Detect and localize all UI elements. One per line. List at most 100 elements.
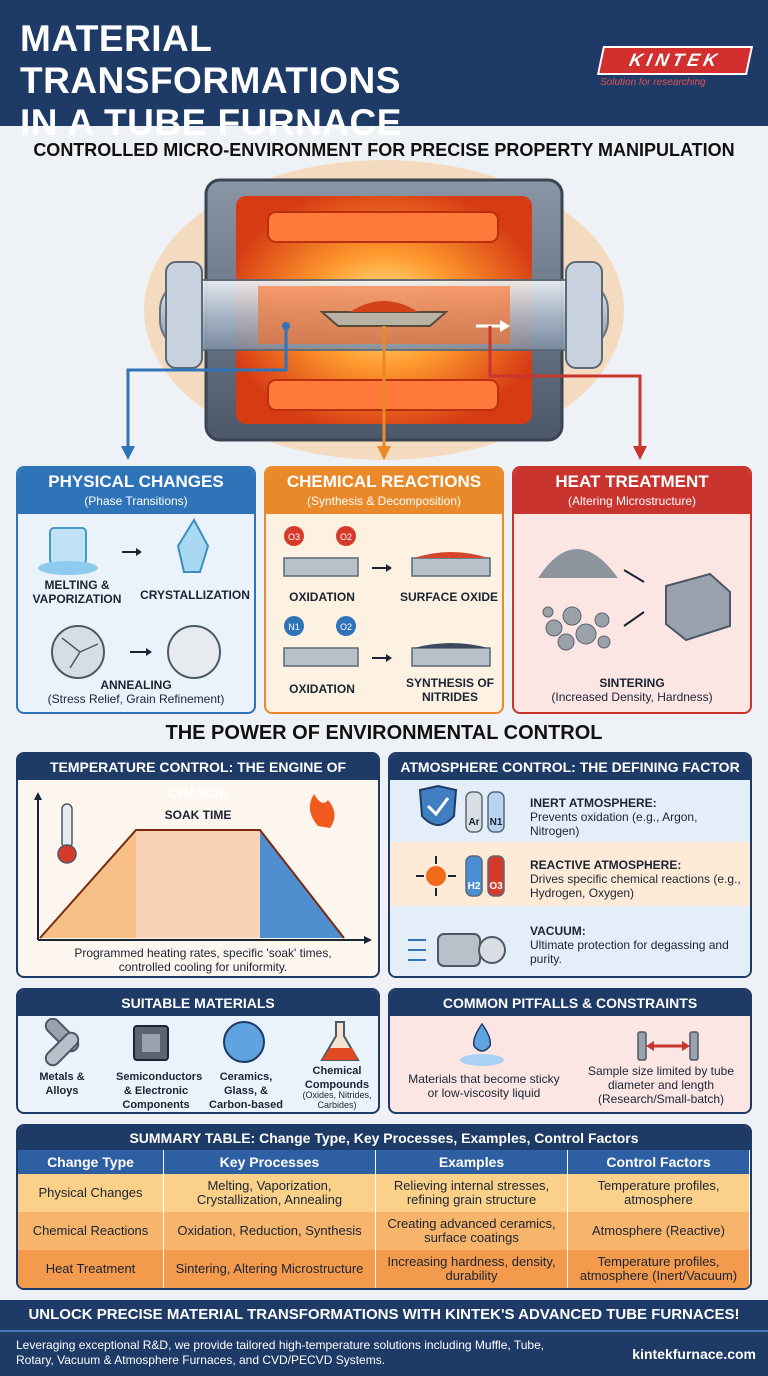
- heating-elements-top: [267, 211, 499, 243]
- powder-pile-icon: [538, 549, 618, 578]
- label-annealing-note: (Stress Relief, Grain Refinement): [47, 692, 225, 706]
- label-o2b: O2: [339, 622, 352, 632]
- nitride-layer-icon: [414, 643, 488, 648]
- arrow-icon-5: [623, 569, 645, 583]
- label-n1: N1: [288, 622, 300, 632]
- pitfalls-icons: [460, 1022, 699, 1066]
- check-icon: [426, 797, 450, 817]
- heat-illustrations: [538, 549, 731, 651]
- table-cell: Physical Changes: [18, 1174, 164, 1212]
- table-header-change-type: Change Type: [18, 1150, 164, 1174]
- temperature-caption: Programmed heating rates, specific 'soak…: [74, 946, 332, 974]
- arrow-icon-6: [623, 611, 645, 627]
- title-line-2: IN A TUBE FURNACE: [20, 102, 402, 143]
- liquid-puddle-icon: [460, 1054, 504, 1066]
- title-line-1: MATERIAL TRANSFORMATIONS: [20, 18, 401, 101]
- cracked-sphere-icon: [51, 625, 105, 679]
- footer-divider: [0, 1330, 768, 1332]
- label-h2: H2: [467, 881, 481, 892]
- pitfall-size: Sample size limited by tube diameter and…: [587, 1064, 735, 1106]
- table-cell: Melting, Vaporization, Crystallization, …: [164, 1174, 376, 1212]
- metal-links-icon: [44, 1018, 80, 1067]
- footer-website-link[interactable]: kintekfurnace.com: [632, 1346, 756, 1362]
- inert-desc: Prevents oxidation (e.g., Argon, Nitroge…: [530, 810, 698, 838]
- table-header-control-factors: Control Factors: [568, 1150, 750, 1174]
- arrowhead-icon: [136, 548, 142, 556]
- label-surface-oxide: SURFACE OXIDE: [399, 590, 498, 604]
- inert-title: INERT ATMOSPHERE:: [530, 796, 657, 810]
- reactive-desc: Drives specific chemical reactions (e.g.…: [530, 872, 741, 900]
- materials-icons: [44, 1018, 360, 1067]
- chip-die-icon: [142, 1034, 160, 1052]
- tube-end-left-icon: [637, 1031, 647, 1061]
- summary-table-grid: Change Type Key Processes Examples Contr…: [18, 1150, 750, 1288]
- card-chemical-header: CHEMICAL REACTIONS (Synthesis & Decompos…: [266, 468, 502, 514]
- kintek-logo[interactable]: KINTEK Solution for researching: [596, 46, 754, 88]
- sintered-block-icon: [665, 572, 731, 642]
- label-annealing: ANNEALING: [100, 678, 172, 692]
- label-o2: O2: [339, 532, 352, 542]
- grain-sphere-icon: [167, 625, 221, 679]
- reaction-sun-icon: [426, 866, 446, 886]
- sample-powder: [350, 301, 418, 312]
- molecule-o2b-icon: [336, 616, 356, 636]
- panel-suitable-materials: SUITABLE MATERIALS Metals & Alloys Semic…: [16, 988, 380, 1114]
- arrowhead-chemical: [377, 446, 391, 460]
- atmosphere-icons: [408, 784, 506, 967]
- water-puddle-icon: [38, 561, 98, 575]
- ceramic-sphere-icon: [223, 1021, 265, 1063]
- flask-liquid-icon: [322, 1048, 358, 1060]
- tube-end-right-icon: [689, 1031, 699, 1061]
- table-cell: Atmosphere (Reactive): [568, 1212, 750, 1250]
- x-axis-arrow: [364, 936, 372, 944]
- label-ceramics: Ceramics, Glass, & Carbon-based Material…: [209, 1071, 283, 1111]
- argon-cylinder-icon: [465, 791, 483, 833]
- label-ar: Ar: [468, 817, 480, 828]
- vacuum-pump-icon: [437, 933, 481, 967]
- label-oxidation-2: OXIDATION: [289, 682, 355, 696]
- pump-head-icon: [478, 936, 506, 964]
- y-axis-arrow: [34, 792, 42, 800]
- footer-cta[interactable]: UNLOCK PRECISE MATERIAL TRANSFORMATIONS …: [28, 1306, 740, 1323]
- right-flange: [565, 261, 603, 369]
- physical-title: PHYSICAL CHANGES: [48, 472, 224, 491]
- nitrogen-cylinder-icon: [487, 791, 505, 833]
- physical-subtitle: (Phase Transitions): [84, 494, 188, 508]
- particles-icon: [542, 606, 611, 651]
- label-n1-gas: N1: [489, 817, 503, 828]
- flame-icon: [309, 794, 335, 828]
- reactive-title: REACTIVE ATMOSPHERE:: [530, 858, 682, 872]
- vacuum-desc: Ultimate protection for degassing and pu…: [530, 938, 729, 966]
- size-arrow-right-icon: [682, 1041, 690, 1051]
- table-cell: Temperature profiles, atmosphere: [568, 1174, 750, 1212]
- table-header-examples: Examples: [376, 1150, 568, 1174]
- oxide-layer-icon: [414, 552, 488, 558]
- subtitle: CONTROLLED MICRO-ENVIRONMENT FOR PRECISE…: [33, 140, 735, 160]
- tube-furnace-illustration: [121, 160, 647, 460]
- arrowhead-heat: [633, 446, 647, 460]
- table-cell: Increasing hardness, density, durability: [376, 1250, 568, 1288]
- size-arrow-left-icon: [646, 1041, 654, 1051]
- physical-illustrations: [38, 517, 221, 679]
- summary-table: SUMMARY TABLE: Change Type, Key Processe…: [16, 1124, 752, 1290]
- arrowhead-icon-2: [146, 648, 152, 656]
- label-chemical-note: (Oxides, Nitrides, Carbides): [302, 1090, 372, 1110]
- pitfalls-title: COMMON PITFALLS & CONSTRAINTS: [390, 990, 750, 1016]
- metal-plate-icon: [283, 557, 359, 577]
- reaction-arrows-icon: [416, 856, 456, 896]
- arrowhead-physical: [121, 446, 135, 460]
- gas-flow-arrowhead: [500, 320, 510, 332]
- metal-plate-icon-2: [283, 647, 359, 667]
- card-chemical-reactions: CHEMICAL REACTIONS (Synthesis & Decompos…: [264, 466, 504, 714]
- table-cell: Relieving internal stresses, refining gr…: [376, 1174, 568, 1212]
- logo-tagline: Solution for researching: [600, 77, 706, 88]
- table-cell: Temperature profiles, atmosphere (Inert/…: [568, 1250, 750, 1288]
- molecule-n1-icon: [284, 616, 304, 636]
- chemical-illustrations: [283, 526, 491, 667]
- hydrogen-cylinder-icon: [465, 855, 483, 897]
- temperature-profile-chart: [34, 792, 372, 944]
- oxygen-cylinder-icon: [487, 855, 505, 897]
- table-cell: Creating advanced ceramics, surface coat…: [376, 1212, 568, 1250]
